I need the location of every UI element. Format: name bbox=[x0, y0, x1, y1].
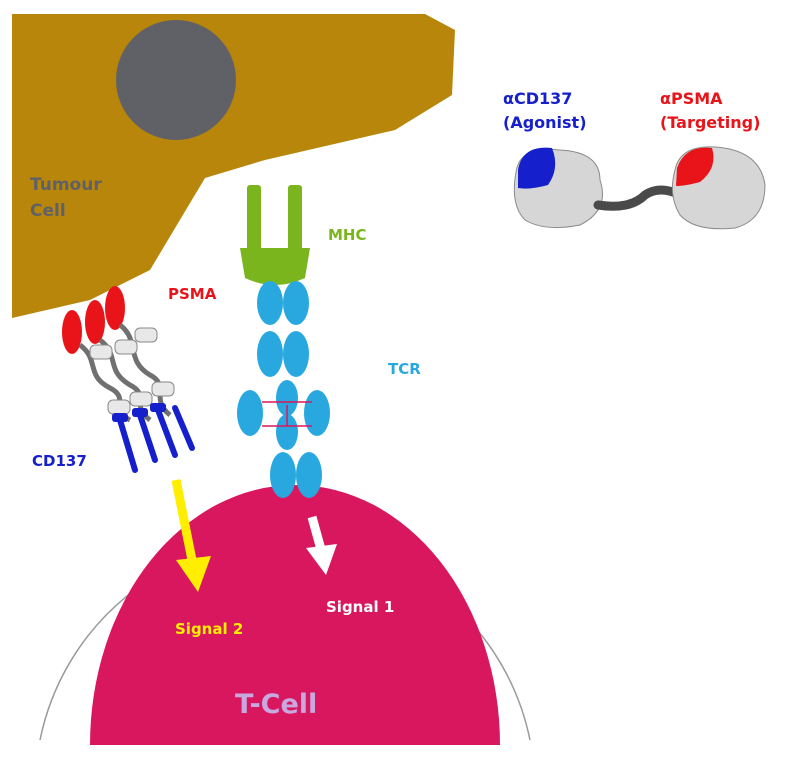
mhc-label: MHC bbox=[328, 226, 367, 244]
molecule-right-label-line2: (Targeting) bbox=[660, 113, 760, 132]
tcr-linkers bbox=[262, 401, 312, 427]
mhc-molecule bbox=[240, 185, 310, 285]
tumour-cell bbox=[12, 14, 455, 318]
tumour-cell-label-line2: Cell bbox=[30, 201, 66, 221]
signal2-arrow bbox=[171, 479, 211, 592]
signal2-label: Signal 2 bbox=[175, 620, 243, 638]
molecule-left-label-line1: αCD137 bbox=[503, 89, 572, 108]
signal1-arrow bbox=[306, 515, 337, 575]
molecule-left-label-line2: (Agonist) bbox=[503, 113, 587, 132]
cd137-label: CD137 bbox=[32, 452, 87, 470]
psma-cd137-complexes bbox=[62, 286, 195, 473]
tcr-complex bbox=[237, 281, 330, 498]
signal1-label: Signal 1 bbox=[326, 598, 394, 616]
tcr-label: TCR bbox=[388, 360, 421, 378]
psma-label: PSMA bbox=[168, 285, 217, 303]
tumour-nucleus bbox=[116, 20, 236, 140]
molecule-right-label-line1: αPSMA bbox=[660, 89, 723, 108]
tumour-cell-label-line1: Tumour bbox=[30, 175, 102, 195]
bispecific-molecule-model bbox=[513, 146, 766, 230]
tcell-label: T-Cell bbox=[235, 689, 317, 720]
